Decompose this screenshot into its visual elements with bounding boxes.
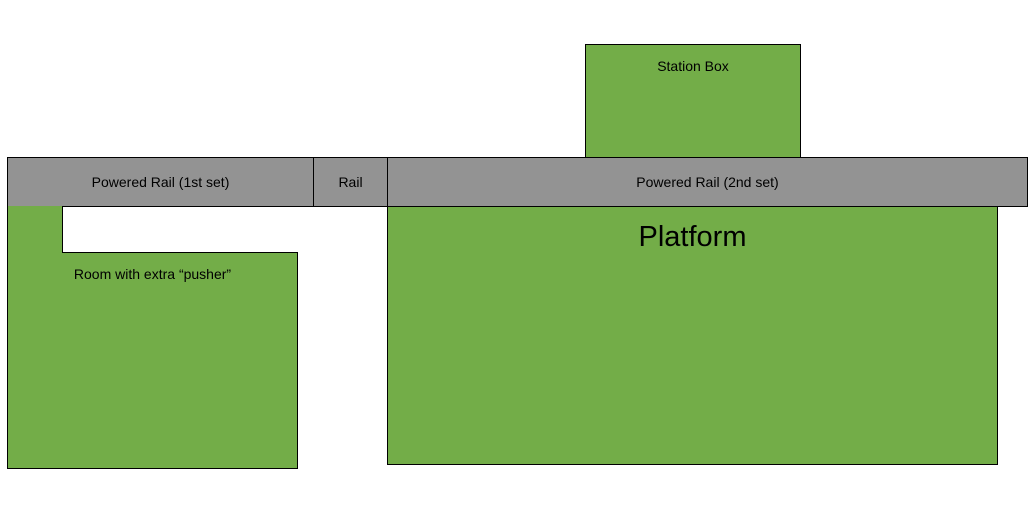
pusher-room-label: Room with extra “pusher” [73, 266, 232, 282]
powered-rail-first-set-label: Powered Rail (1st set) [91, 174, 230, 190]
pusher-room-join [8, 251, 62, 254]
platform-label: Platform [638, 221, 747, 253]
powered-rail-second-set: Powered Rail (2nd set) [387, 157, 1028, 207]
platform: Platform [387, 206, 998, 465]
powered-rail-second-set-label: Powered Rail (2nd set) [636, 174, 779, 190]
pusher-room: Room with extra “pusher” [7, 252, 298, 469]
station-box: Station Box [585, 44, 801, 158]
powered-rail-first-set: Powered Rail (1st set) [7, 157, 314, 207]
station-box-label: Station Box [657, 58, 729, 74]
pusher-room-tab [7, 206, 63, 254]
rail-segment: Rail [313, 157, 388, 207]
rail-segment-label: Rail [338, 174, 363, 190]
